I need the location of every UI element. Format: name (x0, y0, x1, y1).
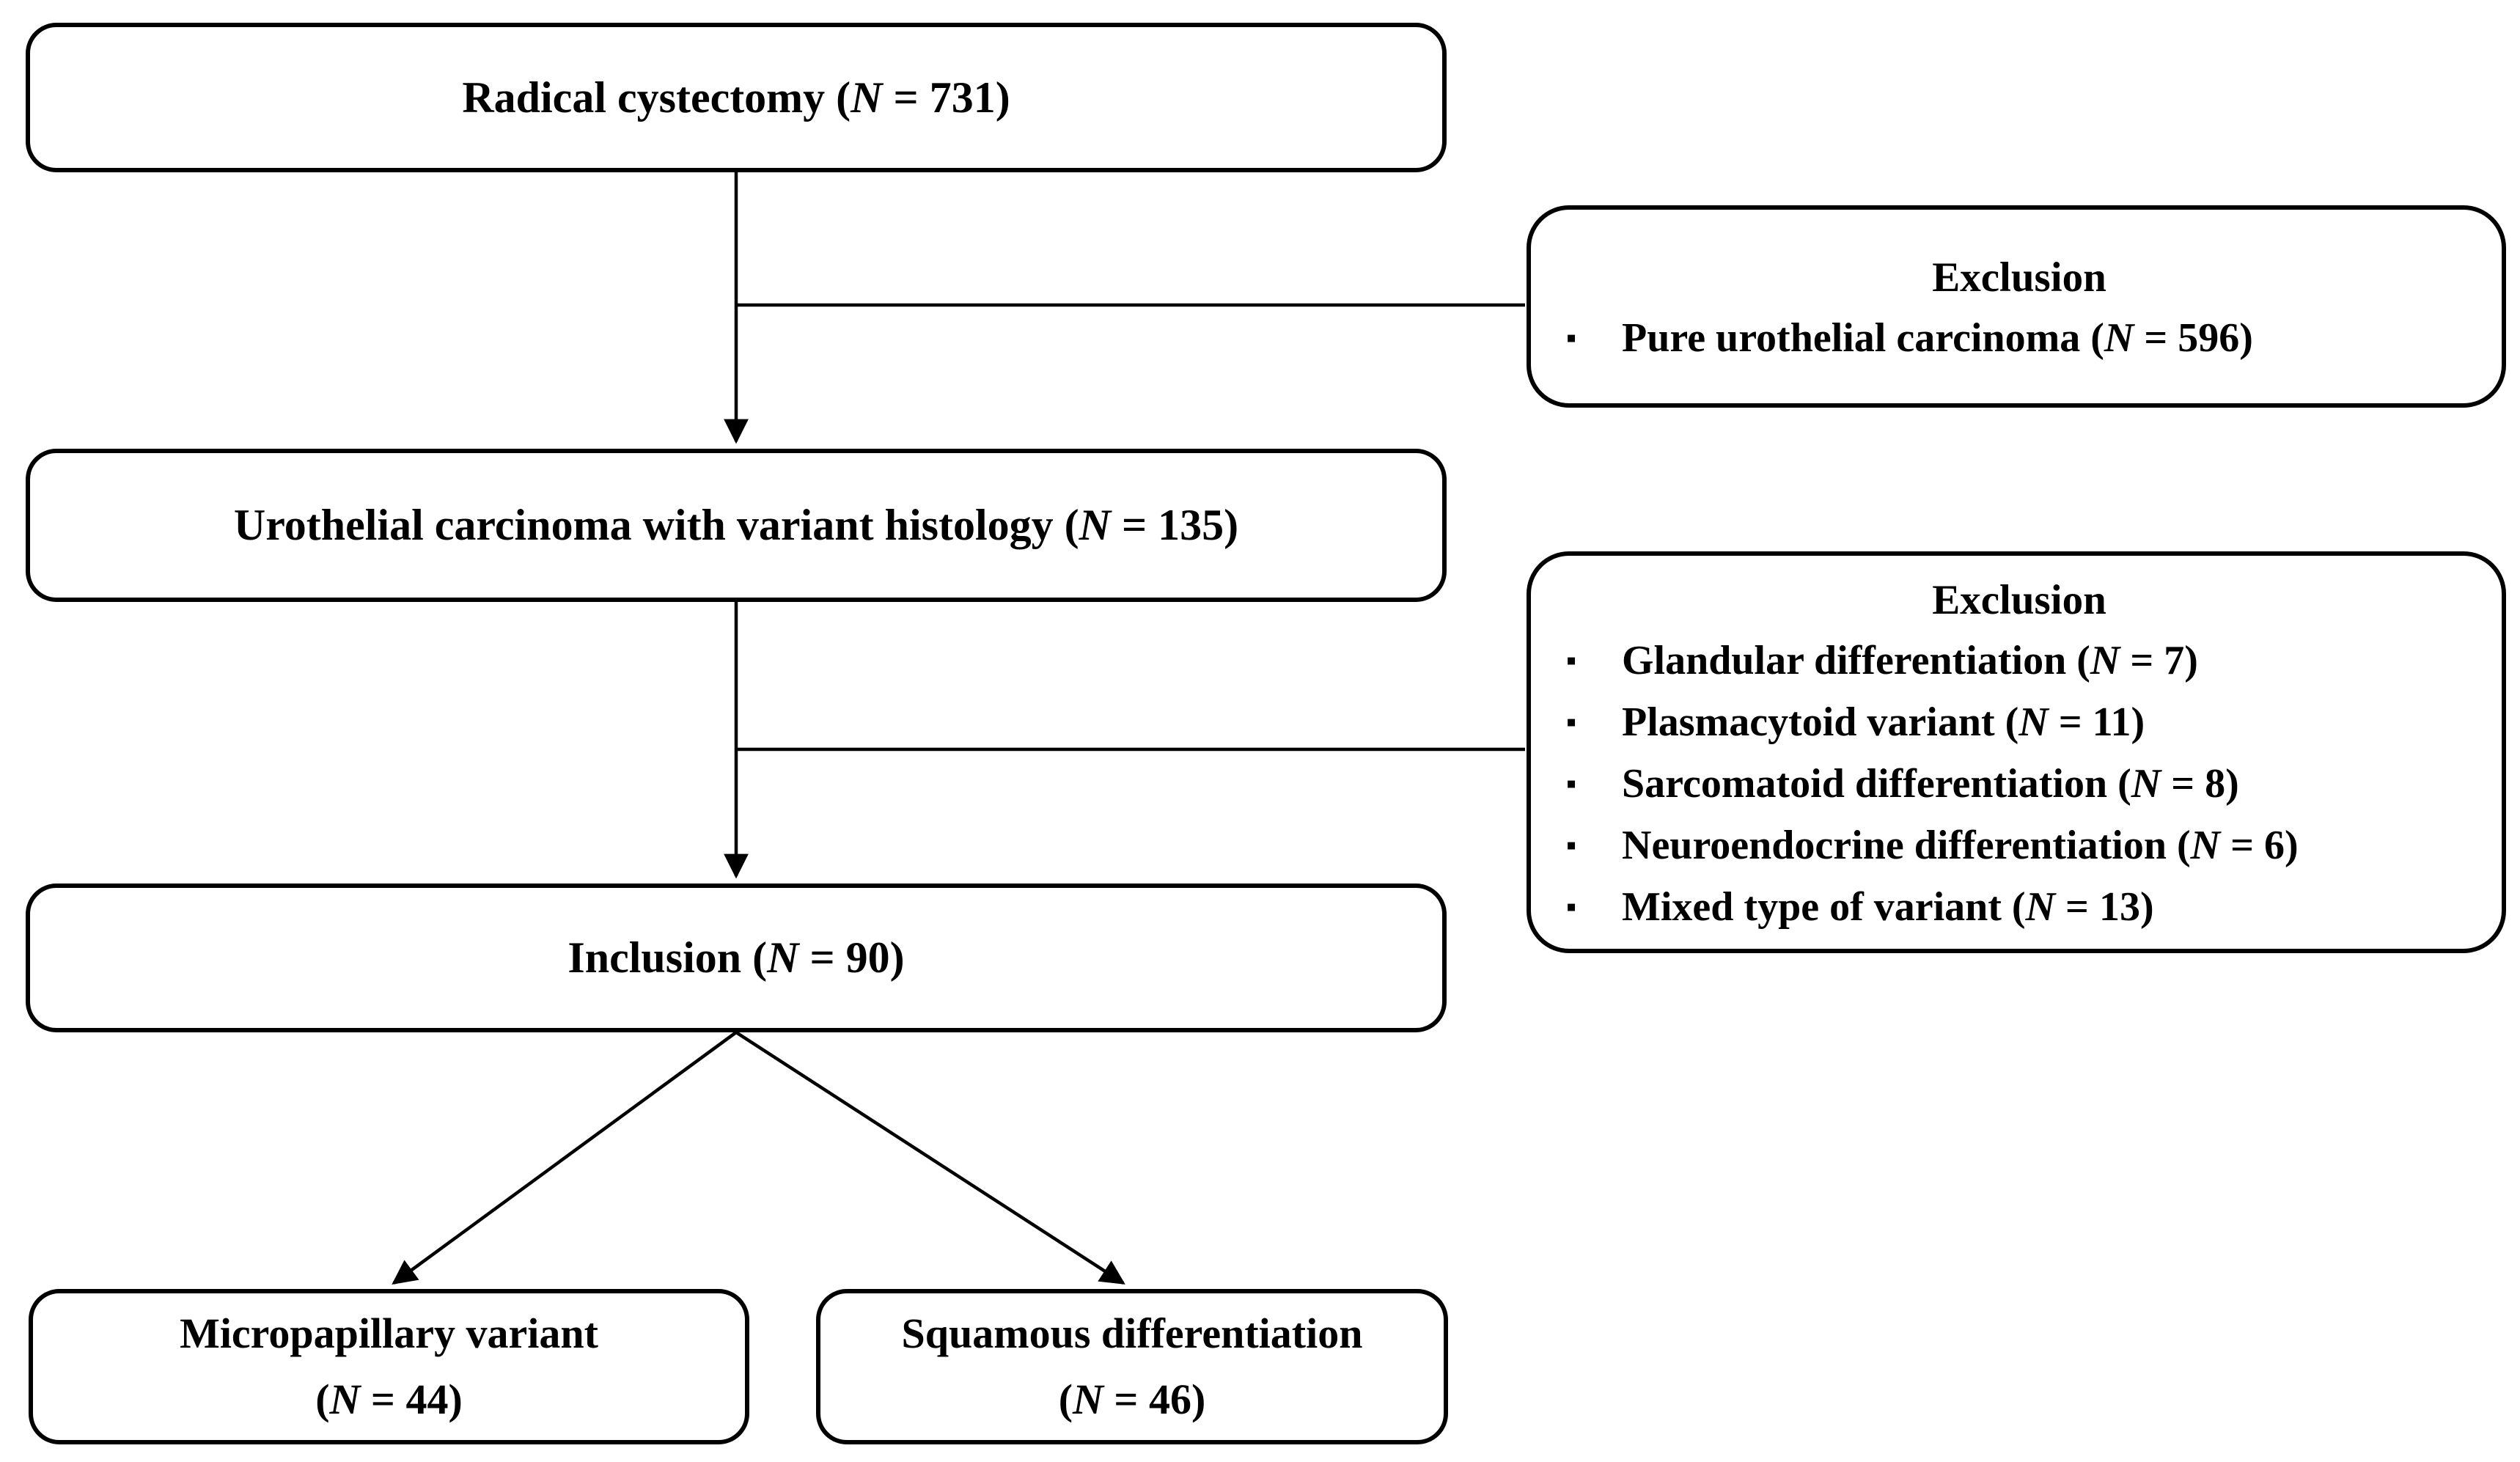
label-line2: (N = 44) (315, 1375, 463, 1423)
exclusion-item-label: Neuroendocrine differentiation (N = 6) (1622, 822, 2299, 868)
exclusion-list: ▪ Pure urothelial carcinoma (N = 596) (1566, 307, 2472, 369)
label-n: N (767, 933, 799, 982)
label-suffix: = 90) (798, 933, 905, 982)
node-label: Squamous differentiation (N = 46) (902, 1301, 1363, 1433)
node-label: Inclusion (N = 90) (567, 930, 904, 985)
exclusion-item: ▪ Mixed type of variant (N = 13) (1566, 876, 2472, 938)
exclusion-list: ▪ Glandular differentiation (N = 7) ▪ Pl… (1566, 630, 2472, 938)
exclusion-item-label: Glandular differentiation (N = 7) (1622, 637, 2198, 683)
label-suffix: = 135) (1110, 501, 1239, 549)
node-radical-cystectomy: Radical cystectomy (N = 731) (26, 23, 1447, 172)
exclusion-item-label: Plasmacytoid variant (N = 11) (1622, 699, 2145, 745)
exclusion-item: ▪ Sarcomatoid differentiation (N = 8) (1566, 753, 2472, 815)
label-prefix: Urothelial carcinoma with variant histol… (233, 501, 1079, 549)
node-label: Micropapillary variant (N = 44) (180, 1301, 598, 1433)
connector-inclusion-to-squamous (735, 1031, 1125, 1285)
label-prefix: Radical cystectomy ( (462, 73, 851, 122)
exclusion-item-label: Pure urothelial carcinoma (N = 596) (1622, 315, 2253, 361)
label-line1: Squamous differentiation (901, 1309, 1363, 1358)
node-exclusion-1: Exclusion ▪ Pure urothelial carcinoma (N… (1527, 205, 2506, 408)
label-prefix: Inclusion ( (567, 933, 768, 982)
bullet-icon: ▪ (1566, 705, 1577, 738)
exclusion-item: ▪ Neuroendocrine differentiation (N = 6) (1566, 815, 2472, 876)
node-label: Urothelial carcinoma with variant histol… (234, 498, 1238, 553)
node-label: Radical cystectomy (N = 731) (462, 70, 1010, 125)
exclusion-item: ▪ Glandular differentiation (N = 7) (1566, 630, 2472, 691)
exclusion-item-label: Sarcomatoid differentiation (N = 8) (1622, 760, 2239, 807)
bullet-icon: ▪ (1566, 828, 1577, 862)
label-n: N (329, 1375, 361, 1423)
label-line1: Micropapillary variant (180, 1309, 598, 1358)
node-micropapillary-variant: Micropapillary variant (N = 44) (29, 1289, 749, 1444)
label-suffix: = 731) (882, 73, 1010, 122)
bullet-icon: ▪ (1566, 643, 1577, 677)
label-n: N (1079, 501, 1111, 549)
bullet-icon: ▪ (1566, 889, 1577, 923)
label-n: N (851, 73, 883, 122)
exclusion-item-label: Mixed type of variant (N = 13) (1622, 884, 2154, 930)
exclusion-item: ▪ Plasmacytoid variant (N = 11) (1566, 691, 2472, 753)
node-exclusion-2: Exclusion ▪ Glandular differentiation (N… (1527, 551, 2506, 953)
node-inclusion: Inclusion (N = 90) (26, 884, 1447, 1032)
label-line2: (N = 46) (1058, 1375, 1206, 1423)
exclusion-item: ▪ Pure urothelial carcinoma (N = 596) (1566, 307, 2472, 369)
label-n: N (1073, 1375, 1103, 1423)
exclusion-title: Exclusion (1932, 577, 2106, 624)
bullet-icon: ▪ (1566, 320, 1577, 354)
node-squamous-differentiation: Squamous differentiation (N = 46) (816, 1289, 1448, 1444)
node-variant-histology: Urothelial carcinoma with variant histol… (26, 449, 1447, 602)
bullet-icon: ▪ (1566, 766, 1577, 800)
connector-inclusion-to-micropapillary (392, 1031, 738, 1285)
exclusion-title: Exclusion (1932, 254, 2106, 301)
